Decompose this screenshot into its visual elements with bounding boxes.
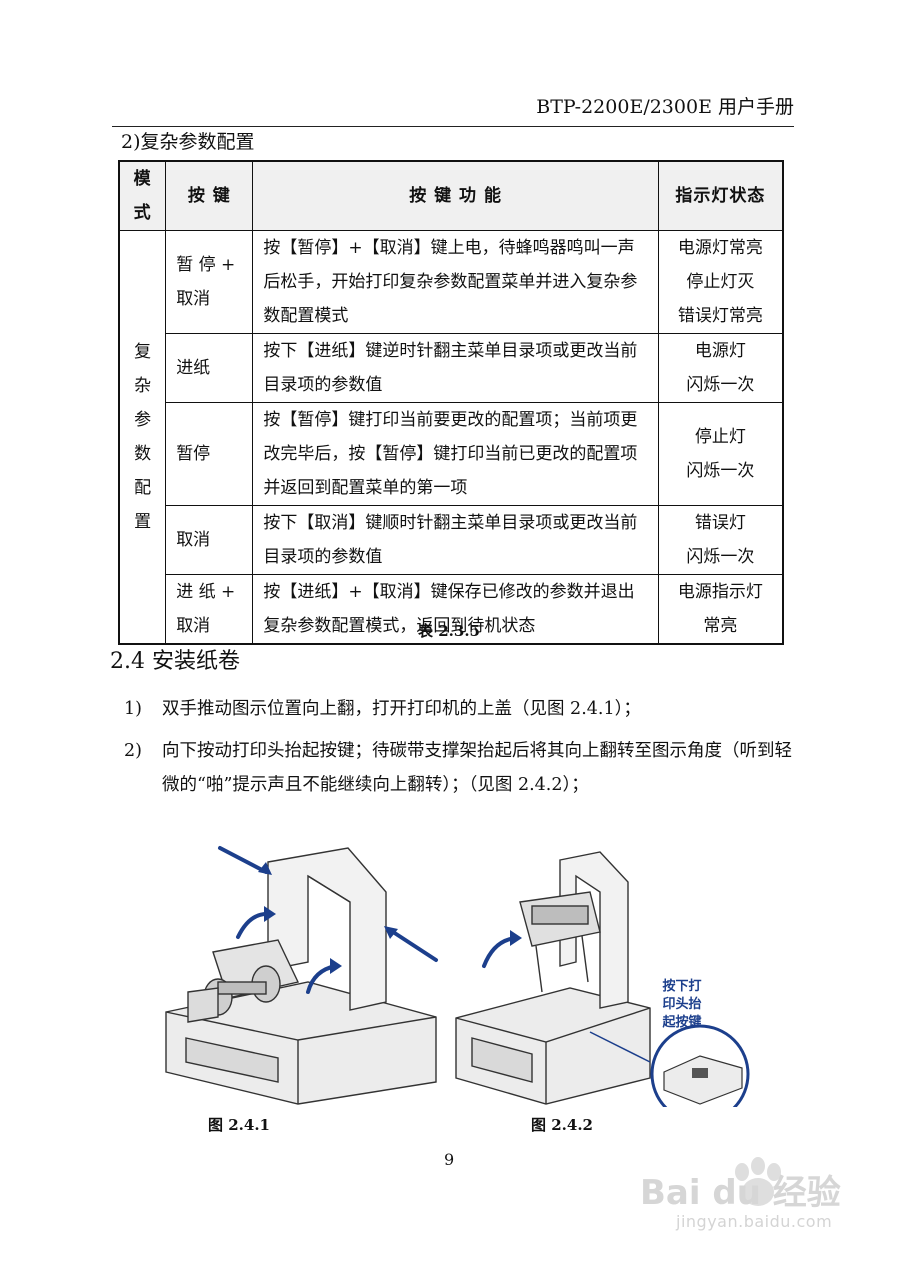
- fig2-callout-line2: 印头抬: [662, 996, 701, 1012]
- key-cell: 进纸: [165, 333, 254, 403]
- config-table: 模式 按 键 按 键 功 能 指示灯状态 复 杂 参 数 配 置 暂 停 + 取…: [118, 160, 784, 645]
- function-cell: 按【进纸】+【取消】键保存已修改的参数并退出复杂参数配置模式，返回到待机状态: [252, 574, 659, 645]
- table-header-row: 模式 按 键 按 键 功 能 指示灯状态: [118, 160, 784, 231]
- subsection-title: 2)复杂参数配置: [121, 131, 255, 153]
- function-cell: 按下【进纸】键逆时针翻主菜单目录项或更改当前目录项的参数值: [252, 333, 659, 403]
- header-key: 按 键: [165, 160, 254, 231]
- baidu-jingyan-logo: Bai du 经验: [640, 1157, 841, 1213]
- figure-printhead-release: 按下打 印头抬 起按键: [455, 851, 750, 1107]
- header-mode: 模式: [118, 160, 167, 231]
- function-cell: 按【暂停】+【取消】键上电，待蜂鸣器鸣叫一声后松手，开始打印复杂参数配置菜单并进…: [252, 230, 659, 334]
- table-row: 暂停 按【暂停】键打印当前要更改的配置项；当前项更改完毕后，按【暂停】键打印当前…: [119, 402, 784, 506]
- key-cell: 暂 停 + 取消: [165, 230, 254, 334]
- step-text: 向下按动打印头抬起按键；待碳带支撑架抬起后将其向上翻转至图示角度（听到轻微的“啪…: [162, 741, 792, 795]
- header-function: 按 键 功 能: [252, 160, 659, 231]
- led-cell: 错误灯 闪烁一次: [657, 505, 784, 575]
- function-cell: 按【暂停】键打印当前要更改的配置项；当前项更改完毕后，按【暂停】键打印当前已更改…: [252, 402, 659, 506]
- figure-printer-lid-open: [165, 846, 438, 1105]
- led-cell: 电源灯常亮 停止灯灭 错误灯常亮: [657, 230, 784, 334]
- table-row: 取消 按下【取消】键顺时针翻主菜单目录项或更改当前目录项的参数值 错误灯 闪烁一…: [119, 505, 784, 575]
- header-title: BTP-2200E/2300E 用户手册: [536, 96, 794, 118]
- table-row: 复 杂 参 数 配 置 暂 停 + 取消 按【暂停】+【取消】键上电，待蜂鸣器鸣…: [118, 230, 784, 645]
- header-led: 指示灯状态: [657, 160, 784, 231]
- figure-caption-1: 图 2.4.1: [208, 1116, 270, 1134]
- step-text: 双手推动图示位置向上翻，打开打印机的上盖（见图 2.4.1）；: [162, 699, 641, 719]
- watermark-url: jingyan.baidu.com: [676, 1212, 833, 1231]
- step-number: 2): [124, 741, 142, 761]
- key-cell: 取消: [165, 505, 254, 575]
- page-number: 9: [444, 1150, 455, 1169]
- step-number: 1): [124, 699, 142, 719]
- figure-caption-2: 图 2.4.2: [531, 1116, 593, 1134]
- page-header: BTP-2200E/2300E 用户手册: [112, 92, 794, 127]
- led-cell: 电源指示灯 常亮: [657, 574, 784, 645]
- section-title: 2.4 安装纸卷: [110, 649, 240, 674]
- led-cell: 电源灯 闪烁一次: [657, 333, 784, 403]
- function-cell: 按下【取消】键顺时针翻主菜单目录项或更改当前目录项的参数值: [252, 505, 659, 575]
- watermark-logo-text: Bai du 经验: [640, 1173, 841, 1213]
- fig2-callout-line1: 按下打: [662, 978, 701, 994]
- table-caption: 表 2.3.5: [418, 622, 480, 640]
- mode-cell: 复 杂 参 数 配 置: [118, 230, 167, 645]
- table-row: 进 纸 + 取消 按【进纸】+【取消】键保存已修改的参数并退出复杂参数配置模式，…: [119, 574, 784, 645]
- table-row: 进纸 按下【进纸】键逆时针翻主菜单目录项或更改当前目录项的参数值 电源灯 闪烁一…: [119, 333, 784, 403]
- key-cell: 暂停: [165, 402, 254, 506]
- key-cell: 进 纸 + 取消: [165, 574, 254, 645]
- led-cell: 停止灯 闪烁一次: [657, 402, 784, 506]
